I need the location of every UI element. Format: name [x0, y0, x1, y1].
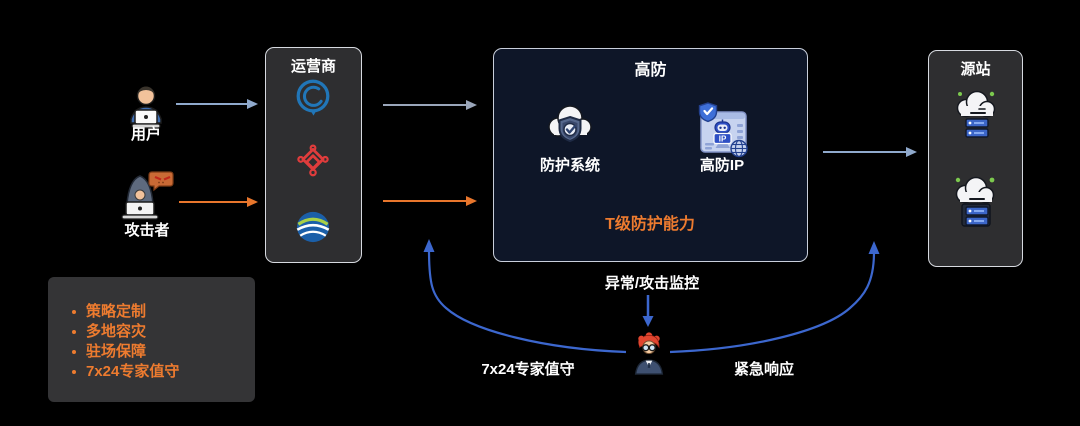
expert-right-label: 紧急响应: [733, 361, 794, 378]
hacker-laptop-icon: [121, 171, 174, 220]
carrier-panel-title: 运营商: [290, 58, 336, 75]
origin-panel-title: 源站: [960, 61, 991, 78]
expert-left-label: 7x24专家值守: [481, 361, 575, 378]
ip-badge-text: IP: [719, 134, 727, 143]
feature-item: 策略定制: [70, 302, 255, 322]
arrow-monitoring-to-expert: [642, 295, 654, 327]
protection-system-icon: [548, 105, 592, 143]
user-laptop-icon: [130, 86, 162, 129]
feature-list-panel: 策略定制 多地容灾 驻场保障 7x24专家值守: [48, 277, 255, 402]
arrow-protection-to-origin: [823, 147, 917, 157]
arrow-user-to-carrier: [176, 99, 258, 109]
expert-person-icon: [634, 332, 664, 375]
china-telecom-icon: [296, 79, 330, 116]
monitoring-label: 异常/攻击监控: [604, 275, 700, 292]
user-label: 用户: [130, 126, 161, 143]
feature-item: 多地容灾: [70, 322, 255, 342]
arrow-carrier-to-protection-bottom: [383, 196, 477, 206]
arrow-carrier-to-protection-top: [383, 100, 477, 110]
protection-panel-title: 高防: [634, 62, 667, 79]
origin-panel: 源站: [928, 50, 1023, 267]
feature-list: 策略定制 多地容灾 驻场保障 7x24专家值守: [48, 277, 255, 382]
feature-item: 驻场保障: [70, 342, 255, 362]
anti-ddos-ip-label: 高防IP: [699, 157, 745, 174]
cloud-server-icon: [956, 90, 996, 138]
attacker-label: 攻击者: [124, 222, 170, 239]
feature-item: 7x24专家值守: [70, 362, 255, 382]
china-unicom-icon: [297, 144, 329, 177]
protection-panel: 高防: [493, 48, 808, 262]
cloud-server-icon: [955, 176, 995, 227]
anti-ddos-ip-icon: IP: [698, 102, 748, 158]
arrow-attacker-to-carrier: [179, 197, 258, 207]
capability-label: T级防护能力: [605, 216, 695, 233]
china-mobile-icon: [296, 211, 330, 243]
protection-system-label: 防护系统: [539, 157, 600, 174]
